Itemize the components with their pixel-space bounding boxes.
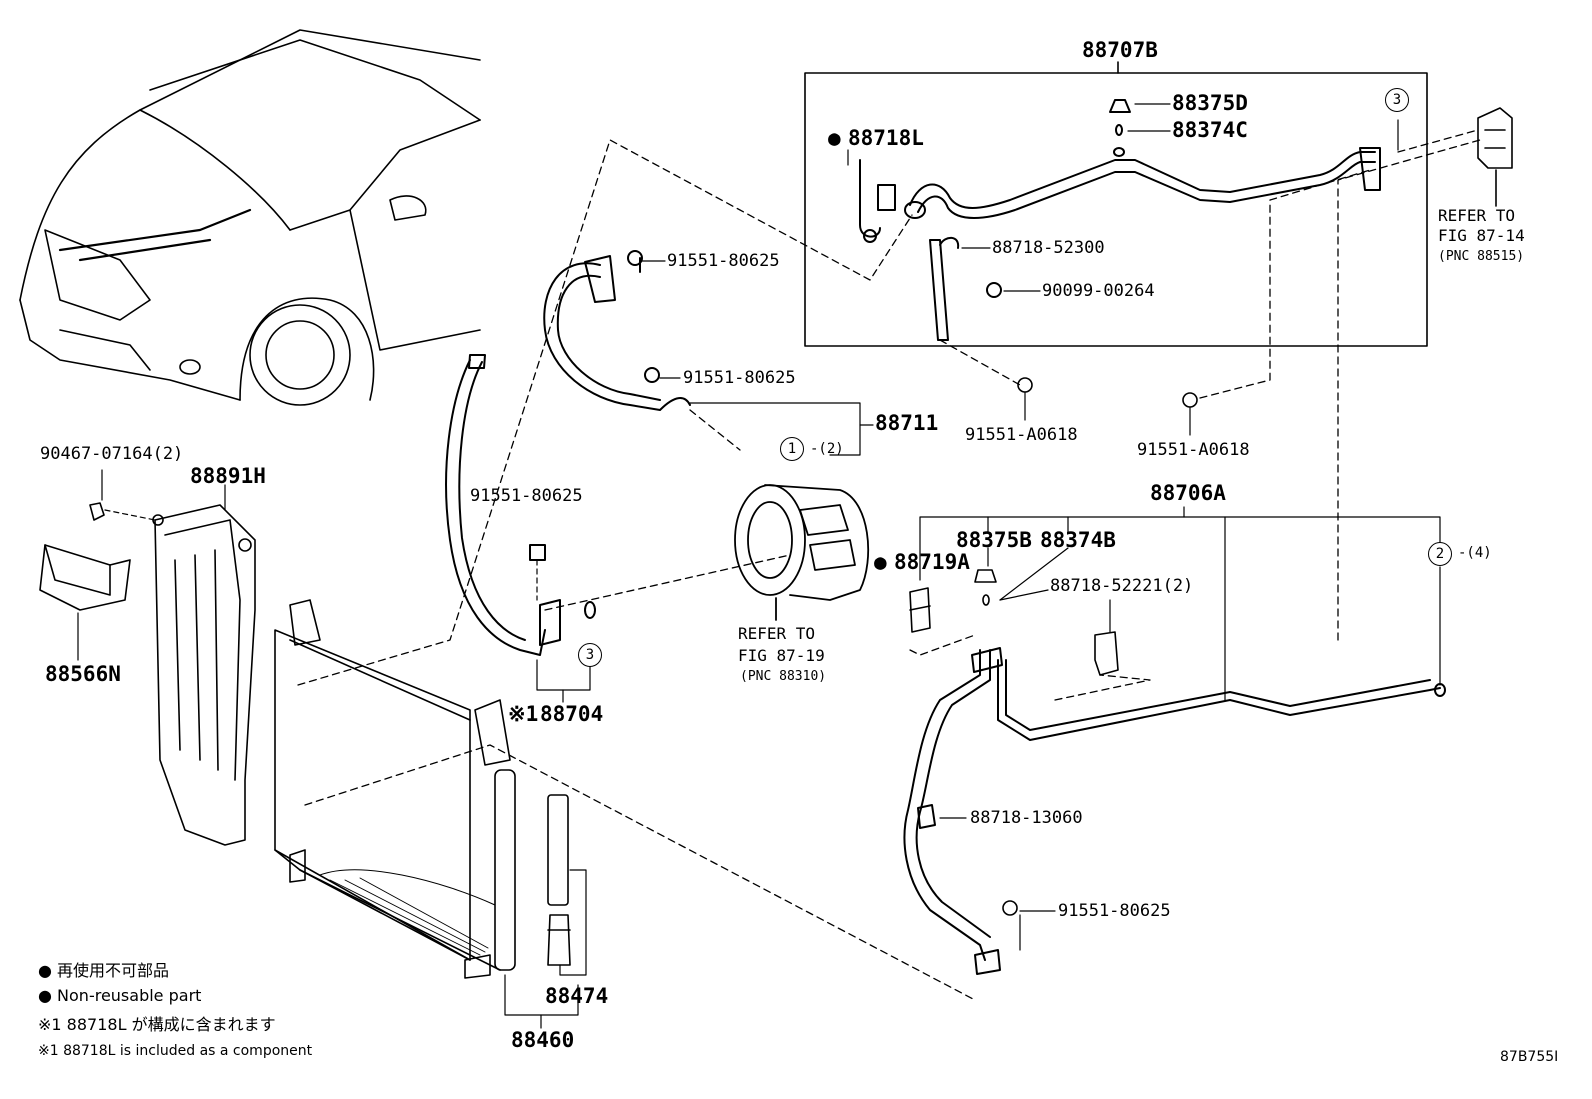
label-88707B: 88707B <box>1082 38 1158 62</box>
label-88718L-marker: ● <box>828 126 841 150</box>
legend-en-nonreusable: ● Non-reusable part <box>38 986 202 1005</box>
legend-jp-nonreusable: ● 再使用不可部品 <box>38 961 170 980</box>
legend-jp-included: ※1 88718L が構成に含まれます <box>38 1015 276 1034</box>
refer-fig-87-14-line2: FIG 87-14 <box>1438 226 1525 245</box>
circle-ref-3-left: 3 <box>578 643 602 667</box>
circle-ref-1-qty: -(2) <box>810 441 844 457</box>
label-88704: 88704 <box>540 702 604 726</box>
refer-fig-87-19-pnc: (PNC 88310) <box>740 669 827 684</box>
dashed-connections <box>297 129 1481 1001</box>
label-88374C: 88374C <box>1172 118 1248 142</box>
refer-fig-87-19-line2: FIG 87-19 <box>738 646 825 665</box>
leader-lines-88706A <box>919 506 1441 951</box>
bolt-91551-80625-lower <box>1002 900 1018 916</box>
legend-en-included: ※1 88718L is included as a component <box>38 1043 313 1059</box>
label-88460: 88460 <box>511 1028 575 1052</box>
label-90467-07164: 90467-07164(2) <box>40 444 184 464</box>
circle-ref-1: 1 <box>780 437 804 461</box>
leader-lines-88704 <box>536 559 591 703</box>
refer-fig-87-14-pnc: (PNC 88515) <box>1438 249 1525 264</box>
label-88375D: 88375D <box>1172 91 1248 115</box>
label-88718-52221: 88718-52221(2) <box>1050 576 1194 596</box>
label-91551-A0618-right: 91551-A0618 <box>1137 440 1250 460</box>
cap-88375B <box>974 569 997 606</box>
label-91551-80625-top: 91551-80625 <box>667 251 780 271</box>
refer-fig-87-14-line1: REFER TO <box>1438 206 1516 225</box>
discharge-hose-88711 <box>543 250 691 411</box>
label-88891H: 88891H <box>190 464 266 488</box>
bolt-90467-07164 <box>89 502 105 521</box>
label-88374B: 88374B <box>1040 528 1116 552</box>
label-88719A-marker: ● <box>874 550 887 574</box>
bolt-91551-A0618-left <box>1017 377 1033 393</box>
label-91551-80625-left: 91551-80625 <box>470 486 583 506</box>
label-88706A: 88706A <box>1150 481 1226 505</box>
label-88375B: 88375B <box>956 528 1032 552</box>
desiccant-88474 <box>547 794 571 966</box>
refer-fig-87-19-line1: REFER TO <box>738 624 816 643</box>
label-91551-80625-lower: 91551-80625 <box>1058 901 1171 921</box>
pressure-switch-88719A <box>909 587 931 633</box>
label-88711: 88711 <box>875 411 939 435</box>
assembly-box-88707B <box>804 72 1428 347</box>
label-90099-00264: 90099-00264 <box>1042 281 1155 301</box>
circle-ref-3-top: 3 <box>1385 88 1409 112</box>
compressor-88310 <box>734 484 870 621</box>
label-88474: 88474 <box>545 984 609 1008</box>
circle-ref-2: 2 <box>1428 542 1452 566</box>
figure-id: 87B755I <box>1500 1049 1559 1065</box>
duct-88566N <box>39 544 131 611</box>
hose-88704 <box>445 354 596 656</box>
vehicle-illustration <box>19 29 481 406</box>
expansion-valve-88515 <box>1477 107 1513 207</box>
shroud-88891H <box>152 504 256 846</box>
condenser-88460 <box>274 599 516 979</box>
suction-hose-88707B <box>859 99 1381 341</box>
label-91551-A0618-left: 91551-A0618 <box>965 425 1078 445</box>
label-88719A: 88719A <box>894 550 970 574</box>
circle-ref-2-qty: -(4) <box>1458 545 1492 561</box>
label-88566N: 88566N <box>45 662 121 686</box>
label-88704-marker: ※1 <box>508 702 539 726</box>
leader-lines-condenser <box>504 869 587 1029</box>
label-91551-80625-mid: 91551-80625 <box>683 368 796 388</box>
leader-lines-88707B <box>847 103 1399 292</box>
label-88718-52300: 88718-52300 <box>992 238 1105 258</box>
liquid-tube-88706A <box>903 647 1446 975</box>
leader-lines-88711 <box>641 260 874 456</box>
bolt-91551-A0618-right <box>1182 392 1198 408</box>
label-88718-13060: 88718-13060 <box>970 808 1083 828</box>
label-88718L: 88718L <box>848 126 924 150</box>
clamp-88718-52221 <box>1094 631 1119 676</box>
